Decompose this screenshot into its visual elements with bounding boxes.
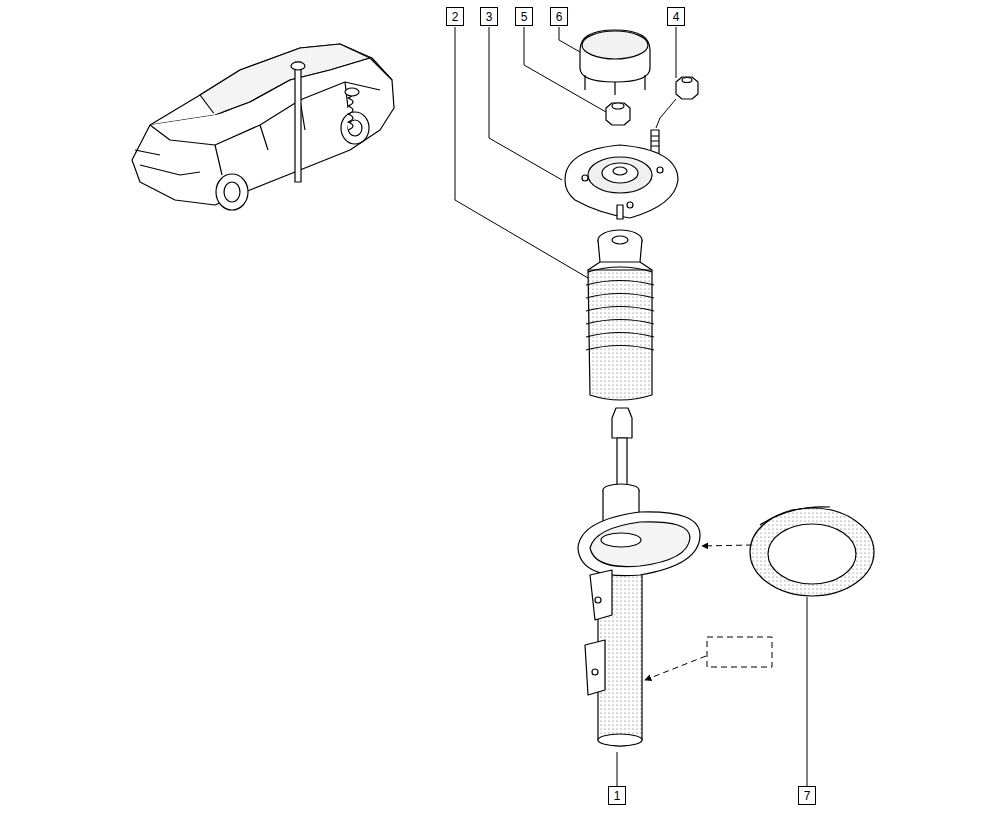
callout-number: 2: [452, 10, 459, 24]
callout-number: 1: [614, 789, 621, 803]
callout-box: 3: [480, 7, 498, 26]
callout-number: 7: [804, 789, 811, 803]
callout-box: 2: [446, 7, 464, 26]
callout-box: 4: [667, 7, 685, 26]
callout-number: 5: [521, 10, 528, 24]
callout-box: 1: [608, 786, 626, 805]
callout-box: 7: [798, 786, 816, 805]
callout-box: 5: [515, 7, 533, 26]
callout-number: 4: [673, 10, 680, 24]
callout-box: 6: [550, 7, 568, 26]
callout-number: 6: [556, 10, 563, 24]
callout-number: 3: [486, 10, 493, 24]
